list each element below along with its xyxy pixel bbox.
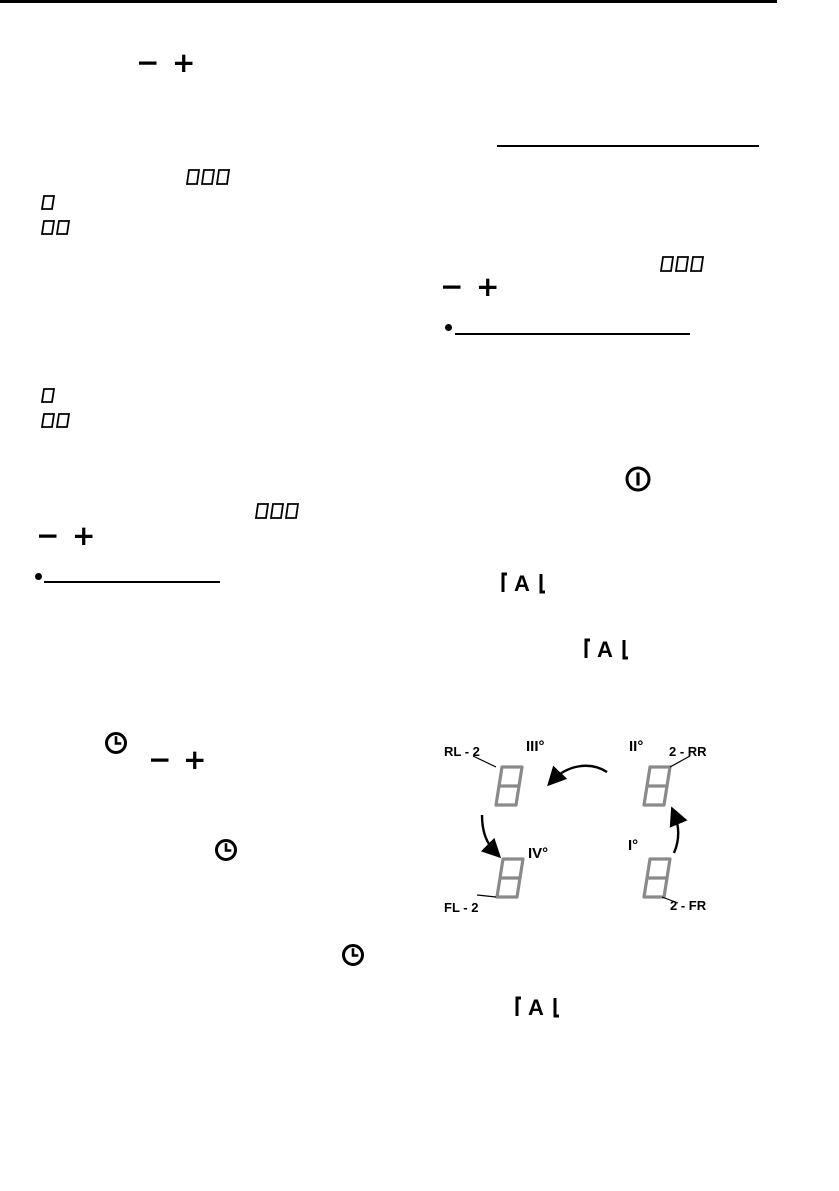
- power-icon: [625, 466, 651, 492]
- zone-code-label: 2 - FR: [670, 898, 707, 913]
- auto-letter: A: [597, 637, 613, 662]
- plus-key-icon: +: [476, 270, 500, 303]
- double-zero-display-icon: [40, 219, 72, 236]
- underline-rule: [497, 145, 759, 147]
- zone-digit-front-right: [642, 857, 672, 899]
- bullet-point: [35, 573, 42, 580]
- zone-code-label: RL - 2: [444, 744, 480, 759]
- minus-key-icon: −: [148, 743, 172, 776]
- triple-zero-display-icon: [660, 255, 706, 273]
- zone-level-label: IV°: [528, 845, 549, 862]
- plus-key-icon: +: [72, 519, 96, 552]
- timer-clock-icon: [104, 731, 128, 755]
- plus-key-icon: +: [183, 743, 207, 776]
- automatic-heatup-icon: A: [500, 571, 548, 596]
- zone-code-label: FL - 2: [444, 900, 479, 915]
- single-zero-display-icon: [40, 194, 56, 211]
- underline-rule: [44, 581, 220, 583]
- zone-level-label: III°: [526, 738, 545, 755]
- cooking-zones-diagram: RL - 2 III° II° 2 - RR IV° FL - 2 I° 2 -…: [440, 735, 720, 915]
- zone-digit-rear-right: [642, 765, 672, 807]
- zone-code-label: 2 - RR: [669, 744, 707, 759]
- top-border-line: [0, 0, 777, 3]
- zone-level-label: II°: [629, 738, 644, 755]
- triple-zero-display-icon: [186, 168, 232, 186]
- automatic-heatup-icon: A: [583, 637, 631, 662]
- zone-digit-rear-left: [494, 765, 524, 807]
- minus-key-icon: −: [440, 270, 464, 303]
- zone-level-label: I°: [628, 837, 639, 854]
- single-zero-display-icon: [40, 387, 56, 404]
- timer-clock-icon: [214, 838, 238, 862]
- double-zero-display-icon: [40, 412, 72, 429]
- timer-clock-icon: [341, 943, 365, 967]
- minus-key-icon: −: [136, 46, 160, 79]
- auto-letter: A: [528, 995, 544, 1020]
- minus-key-icon: −: [36, 519, 60, 552]
- plus-key-icon: +: [172, 46, 196, 79]
- auto-letter: A: [514, 571, 530, 596]
- underline-rule: [455, 333, 690, 335]
- zone-digit-front-left: [495, 857, 525, 899]
- automatic-heatup-icon: A: [514, 995, 562, 1020]
- triple-zero-display-icon: [255, 502, 301, 520]
- bullet-point: [445, 324, 452, 331]
